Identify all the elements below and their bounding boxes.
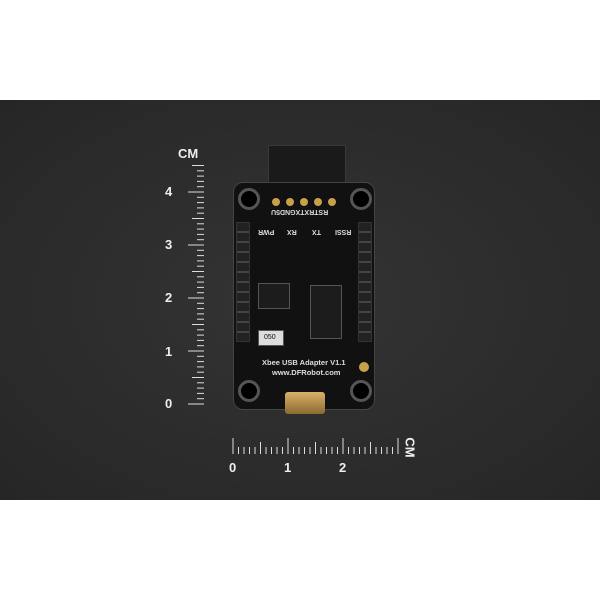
pin-pad [272, 198, 280, 206]
board-website: www.DFRobot.com [272, 368, 341, 377]
horizontal-ruler [232, 438, 399, 454]
pin-pad [314, 198, 322, 206]
vertical-ruler [188, 165, 204, 405]
pin-pad [300, 198, 308, 206]
pin-labels: RSTRXTXGND5U [271, 208, 329, 215]
vertical-tick-label: 1 [165, 344, 173, 359]
resistor: 050 [258, 330, 284, 346]
pin-pad [286, 198, 294, 206]
micro-usb-port [285, 392, 325, 414]
led-pad [359, 362, 369, 372]
usb-uart-chip [310, 285, 342, 339]
led-label: RSSI [335, 228, 352, 235]
mount-hole [238, 380, 260, 402]
voltage-regulator [258, 283, 290, 309]
led-label: TX [312, 228, 321, 235]
xbee-usb-adapter-board [233, 182, 375, 410]
horizontal-tick-label: 1 [284, 460, 292, 475]
vertical-tick-label: 0 [165, 396, 173, 411]
mount-hole [350, 188, 372, 210]
xbee-socket-right [358, 222, 372, 342]
horizontal-ruler-unit: CM [402, 437, 418, 458]
mount-hole [350, 380, 372, 402]
resistor-code: 050 [264, 334, 276, 341]
led-label: RX [287, 228, 297, 235]
vertical-tick-label: 2 [165, 290, 173, 305]
horizontal-tick-label: 2 [339, 460, 347, 475]
led-label: PWR [258, 228, 275, 235]
vertical-tick-label: 3 [165, 237, 173, 252]
vertical-ruler-unit: CM [178, 146, 199, 161]
xbee-socket-left [236, 222, 250, 342]
mount-hole [238, 188, 260, 210]
board-title: Xbee USB Adapter V1.1 [262, 358, 346, 367]
pin-pad [328, 198, 336, 206]
horizontal-tick-label: 0 [229, 460, 237, 475]
vertical-tick-label: 4 [165, 184, 173, 199]
